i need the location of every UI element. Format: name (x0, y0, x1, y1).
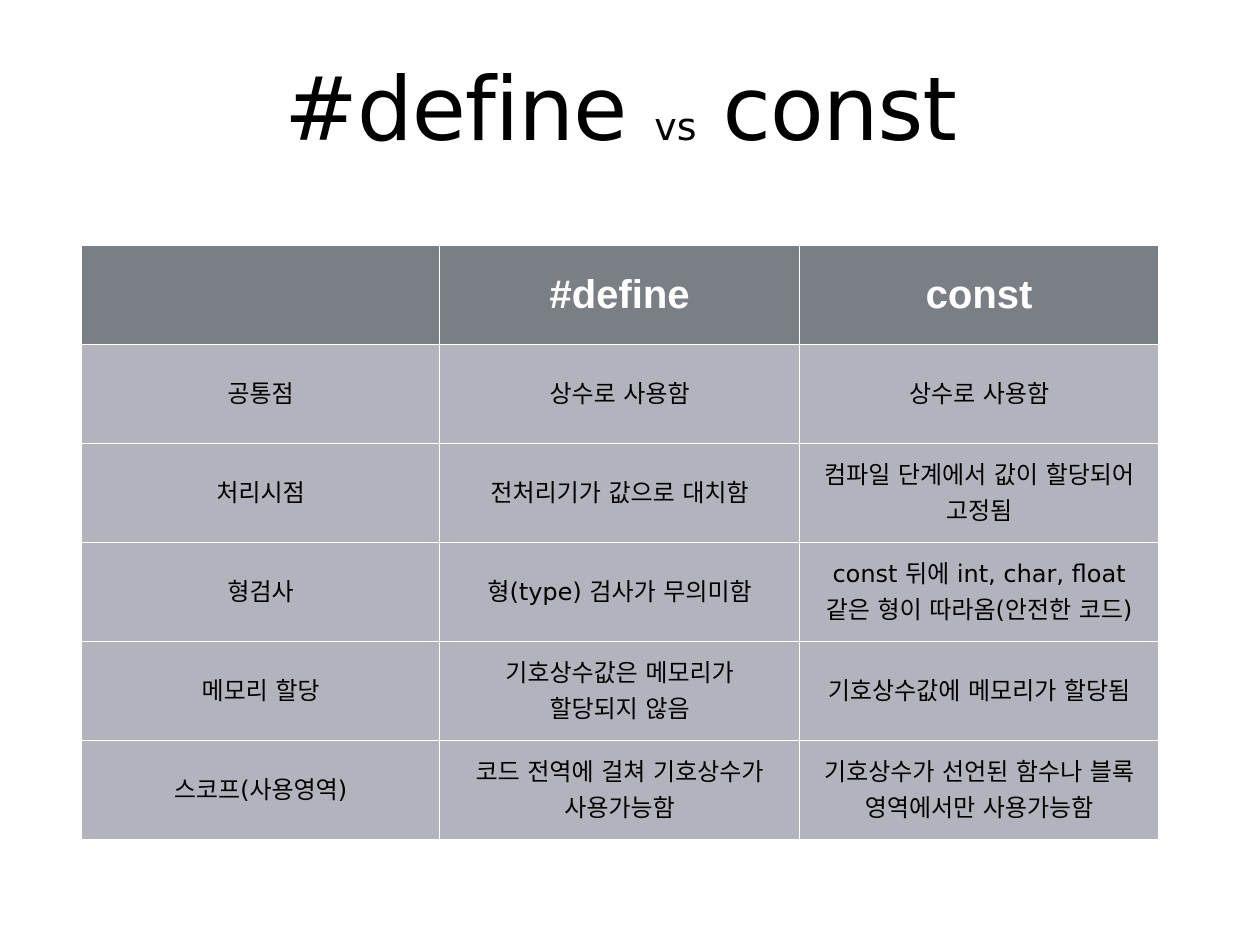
cell-text: 할당되지 않음 (549, 695, 690, 723)
header-const: const (799, 245, 1159, 345)
table-row: 메모리 할당 기호상수값은 메모리가 할당되지 않음 기호상수값에 메모리가 할… (81, 641, 1159, 741)
cell-text: 기호상수값은 메모리가 (505, 659, 734, 687)
row-label: 공통점 (81, 344, 440, 444)
row-label: 스코프(사용영역) (81, 740, 440, 840)
cell-text: 상수로 사용함 (908, 380, 1050, 408)
const-cell: 컴파일 단계에서 값이 할당되어 고정됨 (799, 443, 1159, 543)
title-define: #define (284, 58, 627, 161)
header-define: #define (439, 245, 800, 345)
title-vs: vs (654, 105, 697, 149)
cell-text: 형(type) 검사가 무의미함 (487, 578, 752, 606)
table-header-row: #define const (81, 245, 1159, 345)
row-label: 형검사 (81, 542, 440, 642)
header-empty (81, 245, 440, 345)
table-row: 공통점 상수로 사용함 상수로 사용함 (81, 344, 1159, 444)
row-label: 처리시점 (81, 443, 440, 543)
table-row: 처리시점 전처리기가 값으로 대치함 컴파일 단계에서 값이 할당되어 고정됨 (81, 443, 1159, 543)
cell-text: 코드 전역에 걸쳐 기호상수가 (475, 758, 764, 786)
define-cell: 전처리기가 값으로 대치함 (439, 443, 800, 543)
const-cell: 상수로 사용함 (799, 344, 1159, 444)
cell-text: 기호상수값에 메모리가 할당됨 (827, 677, 1131, 705)
title-const: const (722, 58, 957, 161)
cell-text: 같은 형이 따라옴(안전한 코드) (825, 596, 1133, 624)
cell-text: 사용가능함 (564, 794, 675, 822)
table-row: 스코프(사용영역) 코드 전역에 걸쳐 기호상수가 사용가능함 기호상수가 선언… (81, 740, 1159, 840)
row-label: 메모리 할당 (81, 641, 440, 741)
comparison-table: #define const 공통점 상수로 사용함 상수로 사용함 처리시점 전… (81, 245, 1159, 840)
cell-text: 고정됨 (945, 497, 1013, 525)
define-cell: 기호상수값은 메모리가 할당되지 않음 (439, 641, 800, 741)
const-cell: 기호상수값에 메모리가 할당됨 (799, 641, 1159, 741)
cell-text: 상수로 사용함 (549, 380, 690, 408)
const-cell: const 뒤에 int, char, float 같은 형이 따라옴(안전한 … (799, 542, 1159, 642)
cell-text: 영역에서만 사용가능함 (864, 794, 1094, 822)
cell-text: 컴파일 단계에서 값이 할당되어 (824, 461, 1134, 489)
define-cell: 형(type) 검사가 무의미함 (439, 542, 800, 642)
table-row: 형검사 형(type) 검사가 무의미함 const 뒤에 int, char,… (81, 542, 1159, 642)
define-cell: 상수로 사용함 (439, 344, 800, 444)
const-cell: 기호상수가 선언된 함수나 블록 영역에서만 사용가능함 (799, 740, 1159, 840)
cell-text: 전처리기가 값으로 대치함 (490, 479, 749, 507)
cell-text: const 뒤에 int, char, float (832, 560, 1126, 588)
cell-text: 기호상수가 선언된 함수나 블록 (824, 758, 1134, 786)
define-cell: 코드 전역에 걸쳐 기호상수가 사용가능함 (439, 740, 800, 840)
